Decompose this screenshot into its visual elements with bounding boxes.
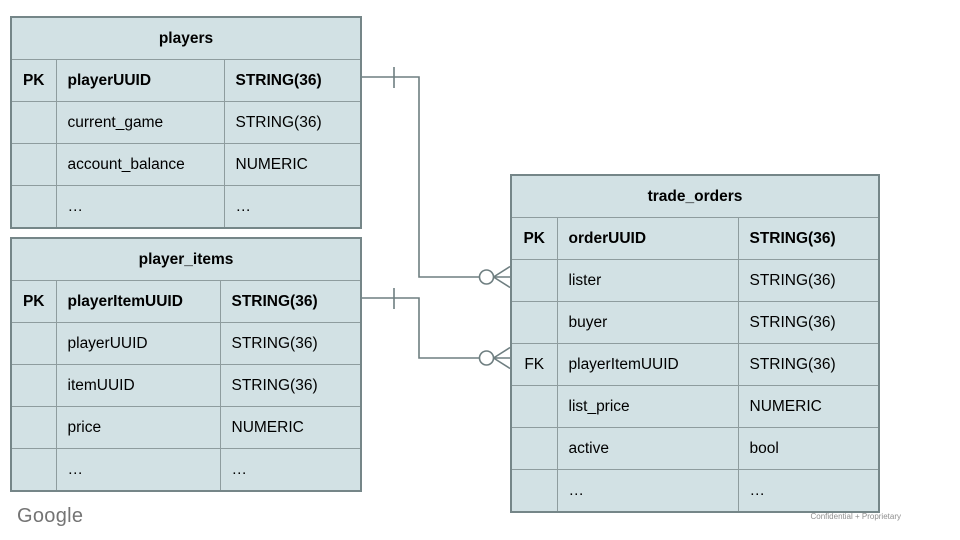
field-type-cell: NUMERIC <box>223 143 362 186</box>
field-type-cell: … <box>737 469 880 513</box>
field-name-cell: current_game <box>55 101 225 144</box>
field-name-cell: itemUUID <box>55 364 221 407</box>
field-type-cell: … <box>219 448 362 492</box>
connector-line <box>360 76 480 278</box>
key-cell: PK <box>10 280 57 323</box>
table-row: playerUUID STRING(36) <box>10 322 362 365</box>
table-row: PK playerUUID STRING(36) <box>10 59 362 102</box>
table-title: trade_orders <box>510 174 880 218</box>
key-cell <box>10 143 57 186</box>
field-name-cell: account_balance <box>55 143 225 186</box>
field-type-cell: bool <box>737 427 880 470</box>
field-name-cell: playerUUID <box>55 322 221 365</box>
field-type-cell: STRING(36) <box>219 322 362 365</box>
table-row: active bool <box>510 427 880 470</box>
field-name-cell: active <box>556 427 739 470</box>
field-type-cell: STRING(36) <box>737 217 880 260</box>
field-type-cell: STRING(36) <box>219 364 362 407</box>
field-name-cell: … <box>556 469 739 513</box>
key-cell: FK <box>510 343 558 386</box>
table-row: list_price NUMERIC <box>510 385 880 428</box>
entity-table-players: players PK playerUUID STRING(36) current… <box>10 16 362 229</box>
field-name-cell: price <box>55 406 221 449</box>
table-row: … … <box>10 448 362 492</box>
field-name-cell: … <box>55 448 221 492</box>
key-cell: PK <box>10 59 57 102</box>
field-type-cell: NUMERIC <box>219 406 362 449</box>
field-type-cell: STRING(36) <box>737 259 880 302</box>
table-title: players <box>10 16 362 60</box>
table-row: current_game STRING(36) <box>10 101 362 144</box>
key-cell <box>10 185 57 229</box>
zero-circle-icon <box>478 350 495 366</box>
field-name-cell: playerItemUUID <box>556 343 739 386</box>
table-header-row: player_items <box>10 237 362 281</box>
field-name-cell: list_price <box>556 385 739 428</box>
table-header-row: players <box>10 16 362 60</box>
field-type-cell: STRING(36) <box>737 343 880 386</box>
table-row: lister STRING(36) <box>510 259 880 302</box>
field-name-cell: playerUUID <box>55 59 225 102</box>
key-cell <box>510 385 558 428</box>
relationship-player-items-trade-orders <box>360 288 511 370</box>
table-row: PK orderUUID STRING(36) <box>510 217 880 260</box>
connector-line <box>360 297 480 359</box>
key-cell <box>10 448 57 492</box>
google-logo: Google <box>17 505 84 527</box>
field-name-cell: orderUUID <box>556 217 739 260</box>
table-row: buyer STRING(36) <box>510 301 880 344</box>
crow-foot-icon <box>493 346 511 370</box>
table-row: itemUUID STRING(36) <box>10 364 362 407</box>
key-cell <box>510 469 558 513</box>
field-name-cell: … <box>55 185 225 229</box>
crow-foot-icon <box>493 265 511 289</box>
table-row: price NUMERIC <box>10 406 362 449</box>
field-type-cell: STRING(36) <box>737 301 880 344</box>
key-cell <box>10 406 57 449</box>
key-cell <box>10 101 57 144</box>
table-row: FK playerItemUUID STRING(36) <box>510 343 880 386</box>
entity-table-player-items: player_items PK playerItemUUID STRING(36… <box>10 237 362 492</box>
field-type-cell: … <box>223 185 362 229</box>
key-cell <box>510 427 558 470</box>
field-name-cell: buyer <box>556 301 739 344</box>
table-row: PK playerItemUUID STRING(36) <box>10 280 362 323</box>
table-header-row: trade_orders <box>510 174 880 218</box>
field-type-cell: STRING(36) <box>223 101 362 144</box>
key-cell <box>10 364 57 407</box>
zero-circle-icon <box>478 269 495 285</box>
table-row: … … <box>10 185 362 229</box>
entity-table-trade-orders: trade_orders PK orderUUID STRING(36) lis… <box>510 174 880 513</box>
relationship-players-trade-orders <box>360 67 511 289</box>
key-cell <box>10 322 57 365</box>
field-name-cell: lister <box>556 259 739 302</box>
field-type-cell: STRING(36) <box>223 59 362 102</box>
field-type-cell: NUMERIC <box>737 385 880 428</box>
confidential-note: Confidential + Proprietary <box>810 512 902 521</box>
field-name-cell: playerItemUUID <box>55 280 221 323</box>
key-cell <box>510 259 558 302</box>
table-row: account_balance NUMERIC <box>10 143 362 186</box>
table-title: player_items <box>10 237 362 281</box>
key-cell <box>510 301 558 344</box>
key-cell: PK <box>510 217 558 260</box>
table-row: … … <box>510 469 880 513</box>
field-type-cell: STRING(36) <box>219 280 362 323</box>
